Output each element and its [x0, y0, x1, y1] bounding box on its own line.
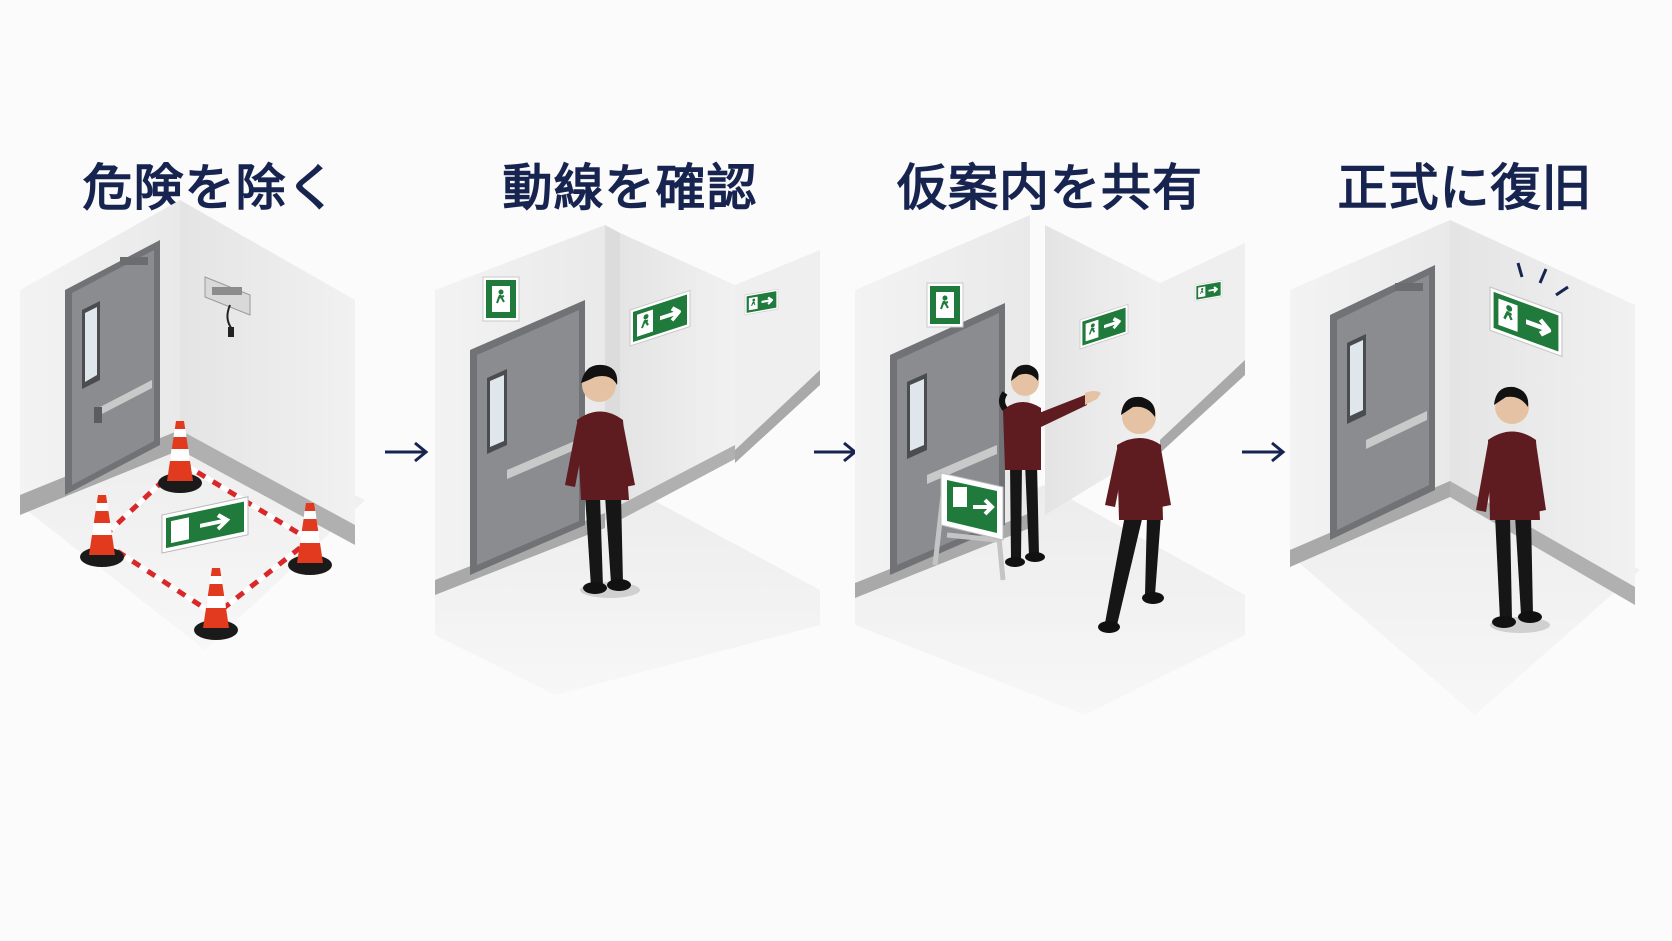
staff-person — [1476, 386, 1550, 633]
empty-sign-mount — [204, 276, 251, 337]
emergency-door — [1330, 265, 1435, 540]
step-title-check-route: 動線を確認 — [502, 159, 758, 217]
panel-remove-hazard — [20, 200, 365, 650]
flow-arrow-icon — [814, 441, 858, 463]
corridor-wall — [620, 233, 735, 515]
flow-arrow-icon — [1242, 441, 1286, 463]
emergency-door — [65, 240, 160, 495]
guide-person — [999, 364, 1101, 567]
staff-person — [565, 364, 640, 598]
flow-arrow-icon — [385, 441, 429, 463]
temporary-exit-sign-stand — [932, 472, 1006, 581]
step-title-share-temporary-guidance: 仮案内を共有 — [897, 159, 1203, 217]
panel-formal-restoration — [1290, 220, 1640, 715]
panel-share-temporary-guidance — [855, 215, 1245, 715]
sign-glow-marks — [1516, 262, 1569, 297]
panel-check-route — [435, 225, 820, 695]
exit-sign-icon — [926, 282, 964, 328]
fallen-exit-sign — [161, 496, 249, 554]
step-title-formal-restoration: 正式に復旧 — [1337, 159, 1593, 217]
emergency-door — [470, 300, 585, 575]
exit-sign-icon — [482, 276, 520, 322]
walking-person — [1098, 396, 1171, 633]
step-title-remove-hazard: 危険を除く — [82, 159, 338, 217]
